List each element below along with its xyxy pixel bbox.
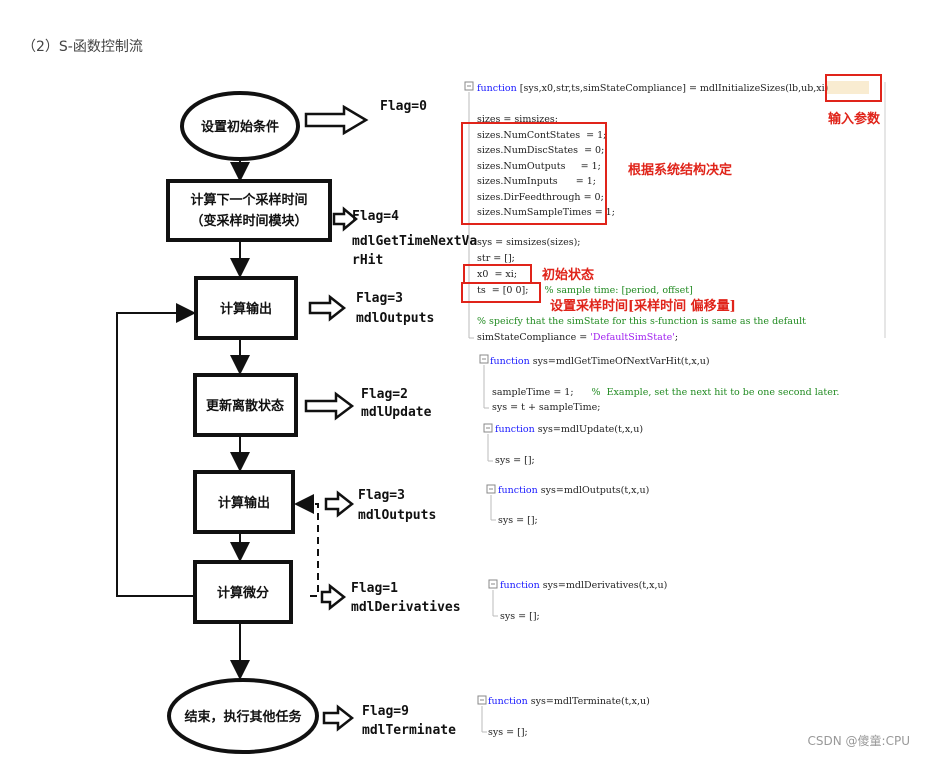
flag-arrow-next-time bbox=[332, 206, 358, 232]
code-gt-sig: sys=mdlGetTimeOfNextVarHit(t,x,u) bbox=[530, 356, 710, 367]
box-input-params bbox=[825, 74, 882, 102]
flag-4-fn-2: rHit bbox=[352, 253, 383, 268]
flow-arrows bbox=[116, 159, 319, 680]
anno-by-structure: 根据系统结构决定 bbox=[628, 162, 732, 178]
flag-9: Flag=9 bbox=[362, 704, 409, 719]
flag-0: Flag=0 bbox=[380, 99, 427, 114]
code-term-sig: sys=mdlTerminate(t,x,u) bbox=[528, 696, 650, 707]
svg-text:function sys=mdlOutputs(t,x,u): function sys=mdlOutputs(t,x,u) bbox=[498, 485, 649, 496]
code-init-sig: [sys,x0,str,ts,simStateCompliance] = mdl… bbox=[517, 83, 789, 94]
code-gt-l2: sys = t + sampleTime; bbox=[492, 402, 600, 413]
flag-3b-fn: mdlOutputs bbox=[358, 508, 436, 523]
flag-3a-fn: mdlOutputs bbox=[356, 311, 434, 326]
update-node bbox=[193, 373, 298, 437]
code-up-l1: sys = []; bbox=[495, 455, 535, 466]
code-der-l1: sys = []; bbox=[500, 611, 540, 622]
code-init-l11-cm: % sample time: [period, offset] bbox=[544, 285, 692, 296]
svg-text:function sys=mdlGetTimeOfNextV: function sys=mdlGetTimeOfNextVarHit(t,x,… bbox=[490, 356, 710, 367]
code-gt-kw: function bbox=[490, 356, 530, 367]
code-up-kw: function bbox=[495, 424, 535, 435]
flag-4: Flag=4 bbox=[352, 209, 399, 224]
flag-1-fn: mdlDerivatives bbox=[351, 600, 461, 615]
code-init-l13b: 'DefaultSimState' bbox=[590, 332, 675, 343]
watermark: CSDN @傻童:CPU bbox=[807, 734, 910, 748]
code-term-l1: sys = []; bbox=[488, 727, 528, 738]
code-init-l10: x0 = xi; bbox=[477, 269, 517, 280]
code-gt-l1-cm: % Example, set the next hit to be one se… bbox=[592, 387, 840, 398]
code-update-block: function sys=mdlUpdate(t,x,u) sys = []; bbox=[483, 423, 643, 466]
code-init-l3: sizes.NumDiscStates = 0; bbox=[477, 145, 604, 156]
flag-2-fn: mdlUpdate bbox=[361, 405, 432, 420]
svg-text:function [sys,x0,str,ts,simSta: function [sys,x0,str,ts,simStateComplian… bbox=[477, 83, 828, 94]
anno-initial-state: 初始状态 bbox=[542, 267, 594, 283]
outputs-label-2: 计算输出 bbox=[218, 495, 270, 511]
flag-arrow-init bbox=[304, 104, 369, 136]
code-out-kw: function bbox=[498, 485, 538, 496]
flag-arrows bbox=[304, 104, 369, 732]
outputs-node-2 bbox=[193, 470, 295, 534]
code-gt-l1: sampleTime = 1; bbox=[492, 387, 574, 398]
flag-arrow-derivatives bbox=[320, 583, 347, 611]
code-init-l8: sys = simsizes(sizes); bbox=[477, 237, 580, 248]
flag-4-fn-1: mdlGetTimeNextVa bbox=[352, 234, 477, 249]
page-heading: （2）S-函数控制流 bbox=[22, 39, 143, 55]
code-out-sig: sys=mdlOutputs(t,x,u) bbox=[538, 485, 650, 496]
svg-text:function sys=mdlDerivatives(t,: function sys=mdlDerivatives(t,x,u) bbox=[500, 580, 667, 591]
code-init-args: lb,ub,xi) bbox=[789, 83, 828, 94]
init-label: 设置初始条件 bbox=[201, 119, 279, 135]
terminate-label: 结束，执行其他任务 bbox=[184, 709, 302, 725]
flag-2: Flag=2 bbox=[361, 387, 408, 402]
next-time-label-2: （变采样时间模块） bbox=[190, 213, 307, 229]
svg-text:ts = [0 0];% sample time: [pe: ts = [0 0]; % sample time: [period, offse… bbox=[477, 285, 693, 296]
code-gettime-block: function sys=mdlGetTimeOfNextVarHit(t,x,… bbox=[479, 354, 839, 413]
box-sample-time bbox=[461, 282, 541, 303]
code-der-kw: function bbox=[500, 580, 540, 591]
derivatives-label: 计算微分 bbox=[217, 585, 269, 601]
code-terminate-block: function sys=mdlTerminate(t,x,u) sys = [… bbox=[477, 695, 650, 738]
terminate-node bbox=[167, 678, 319, 754]
next-time-node bbox=[166, 179, 332, 242]
next-time-label-1: 计算下一个采样时间 bbox=[190, 192, 307, 208]
update-label: 更新离散状态 bbox=[206, 398, 284, 414]
flag-3a: Flag=3 bbox=[356, 291, 403, 306]
outputs-node-1 bbox=[194, 276, 298, 340]
code-init-l11: ts = [0 0]; bbox=[477, 285, 528, 296]
code-out-l1: sys = []; bbox=[498, 515, 538, 526]
code-init-l12: % speicfy that the simState for this s-f… bbox=[477, 316, 806, 327]
code-init-l1: sizes = simsizes; bbox=[477, 114, 558, 125]
derivatives-node bbox=[193, 560, 293, 624]
code-init-l2: sizes.NumContStates = 1; bbox=[477, 130, 606, 141]
code-init-l7: sizes.NumSampleTimes = 1; bbox=[477, 207, 615, 218]
code-init-l6: sizes.DirFeedthrough = 0; bbox=[477, 192, 604, 203]
code-outputs-block: function sys=mdlOutputs(t,x,u) sys = []; bbox=[486, 484, 649, 526]
code-der-sig: sys=mdlDerivatives(t,x,u) bbox=[540, 580, 668, 591]
svg-text:sampleTime = 1;% Example, set: sampleTime = 1; % Example, set the next h… bbox=[492, 387, 839, 398]
flag-9-fn: mdlTerminate bbox=[362, 723, 456, 738]
code-init-l13a: simStateCompliance = bbox=[477, 332, 590, 343]
flag-1: Flag=1 bbox=[351, 581, 398, 596]
anno-sample-time: 设置采样时间[采样时间 偏移量] bbox=[550, 298, 736, 314]
flag-3b: Flag=3 bbox=[358, 488, 405, 503]
flag-arrow-outputs-2 bbox=[324, 490, 355, 518]
svg-text:simStateCompliance = 'DefaultS: simStateCompliance = 'DefaultSimState'; bbox=[477, 332, 678, 343]
outputs-label-1: 计算输出 bbox=[220, 301, 272, 317]
code-init-block: function [sys,x0,str,ts,simStateComplian… bbox=[464, 81, 886, 343]
code-init-kw: function bbox=[477, 83, 517, 94]
code-init-l13c: ; bbox=[675, 332, 678, 343]
annotation-boxes bbox=[461, 74, 882, 303]
anno-input-params: 输入参数 bbox=[828, 111, 881, 127]
svg-text:function sys=mdlTerminate(t,x,: function sys=mdlTerminate(t,x,u) bbox=[488, 696, 650, 707]
flag-arrow-outputs-1 bbox=[308, 294, 347, 322]
code-init-l9: str = []; bbox=[477, 253, 515, 264]
code-init-l4: sizes.NumOutputs = 1; bbox=[477, 161, 601, 172]
svg-text:function sys=mdlUpdate(t,x,u): function sys=mdlUpdate(t,x,u) bbox=[495, 424, 643, 435]
box-sizes bbox=[461, 122, 607, 225]
flag-arrow-terminate bbox=[322, 704, 355, 732]
code-up-sig: sys=mdlUpdate(t,x,u) bbox=[535, 424, 643, 435]
code-term-kw: function bbox=[488, 696, 528, 707]
code-init-l5: sizes.NumInputs = 1; bbox=[477, 176, 596, 187]
flag-arrow-update bbox=[304, 391, 355, 421]
code-derivatives-block: function sys=mdlDerivatives(t,x,u) sys =… bbox=[488, 579, 667, 622]
